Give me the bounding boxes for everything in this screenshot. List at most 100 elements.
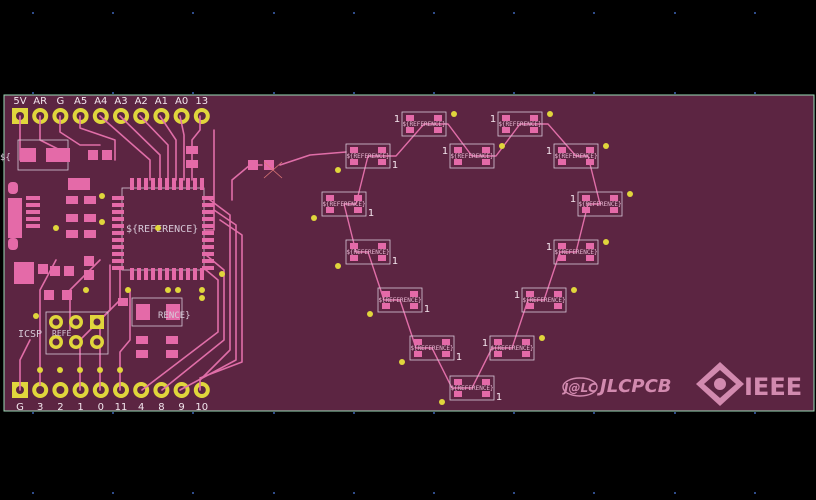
mcu-pin (130, 268, 134, 280)
via (571, 287, 577, 293)
led-pad (350, 255, 358, 261)
mcu-pin (202, 217, 214, 221)
led-pad (378, 243, 386, 249)
led-reference-label: ${REFERENCE} (410, 345, 453, 352)
led-pad (434, 115, 442, 121)
grid-dot (32, 12, 34, 14)
led-pad (442, 339, 450, 345)
led-pin-marker: 1 (482, 338, 488, 349)
grid-dot (674, 412, 676, 414)
led-footprint: ${REFERENCE}1 (345, 239, 398, 267)
mcu-pin (172, 178, 176, 190)
mcu-pin (202, 252, 214, 256)
led-pin-marker: 1 (392, 160, 398, 171)
mcu-pin (112, 217, 124, 221)
led-pad (610, 207, 618, 213)
led-pad (378, 255, 386, 261)
grid-dot (273, 492, 275, 494)
via (97, 367, 103, 373)
left-components (8, 139, 283, 358)
led-pad (482, 159, 490, 165)
grid-dot (754, 412, 756, 414)
led-footprint: ${REFERENCE}1 (442, 143, 495, 169)
grid-dot (754, 92, 756, 94)
mcu-pin (200, 178, 204, 190)
grid-dot (112, 92, 114, 94)
led-reference-label: ${REFERENCE} (378, 297, 421, 304)
led-pad (558, 243, 566, 249)
led-reference-label: ${REFERENCE} (554, 153, 597, 160)
led-footprint: ${REFERENCE}1 (546, 239, 599, 265)
via (155, 225, 161, 231)
led-pad (454, 391, 462, 397)
led-pad (414, 339, 422, 345)
mcu-pin (137, 268, 141, 280)
led-pin-marker: 1 (570, 194, 576, 205)
icsp-pad-hole (93, 318, 101, 326)
led-pad (586, 243, 594, 249)
led-footprint: ${REFERENCE}1 (377, 287, 430, 315)
footer-pin-label: 11 (115, 402, 128, 413)
footer-pin-label: 8 (158, 402, 164, 413)
footer-pin-label: 0 (98, 402, 104, 413)
led-pad (378, 147, 386, 153)
header-pin-label: 13 (195, 96, 208, 107)
led-pin-marker: 1 (546, 242, 552, 253)
led-pad (406, 127, 414, 133)
header-pin-label: A4 (94, 96, 107, 107)
via (499, 143, 505, 149)
mcu-pin (179, 178, 183, 190)
via (335, 263, 341, 269)
led-reference-label: ${REFERENCE} (554, 249, 597, 256)
led-pin-marker: 1 (394, 114, 400, 125)
via (199, 295, 205, 301)
led-reference-label: ${REFERENCE} (522, 297, 565, 304)
grid-dot (192, 492, 194, 494)
heart-trace (543, 251, 577, 301)
via (57, 367, 63, 373)
grid-dot (433, 492, 435, 494)
mcu-reference-label: ${REFERENCE} (126, 224, 198, 235)
grid-dot (754, 12, 756, 14)
grid-dot (273, 412, 275, 414)
heart-trace (399, 299, 433, 349)
led-pad (610, 195, 618, 201)
mcu-pin (202, 245, 214, 249)
led-pad (522, 339, 530, 345)
header-pin-label: A1 (155, 96, 168, 107)
led-pad (354, 195, 362, 201)
led-pad (502, 127, 510, 133)
mcu-pin (193, 178, 197, 190)
led-pad (350, 159, 358, 165)
via (33, 313, 39, 319)
grid-dot (674, 92, 676, 94)
led-reference-label: ${REFERENCE} (498, 121, 541, 128)
grid-dot (32, 92, 34, 94)
mcu-pin (151, 268, 155, 280)
grid-dot (353, 492, 355, 494)
mcu-pin (165, 178, 169, 190)
header-pin-label: 5V (13, 96, 26, 107)
grid-dot (513, 92, 515, 94)
icsp-pad-hole (72, 318, 80, 326)
grid-dot (593, 412, 595, 414)
mcu-pin (130, 178, 134, 190)
led-pad (326, 207, 334, 213)
led-footprint: ${REFERENCE}1 (514, 287, 567, 313)
footer-pin-label: 4 (138, 402, 144, 413)
mcu-pin (144, 178, 148, 190)
icsp-pad-hole (52, 318, 60, 326)
header-pin-label: A0 (175, 96, 188, 107)
grid-dot (353, 12, 355, 14)
mcu-pin (158, 268, 162, 280)
mcu-pin (200, 268, 204, 280)
left-reference-label: ${ (0, 153, 11, 163)
led-footprint: ${REFERENCE}1 (570, 191, 623, 217)
mcu-pin (137, 178, 141, 190)
via (451, 111, 457, 117)
grid-dot (32, 492, 34, 494)
via (399, 359, 405, 365)
led-pad (326, 195, 334, 201)
